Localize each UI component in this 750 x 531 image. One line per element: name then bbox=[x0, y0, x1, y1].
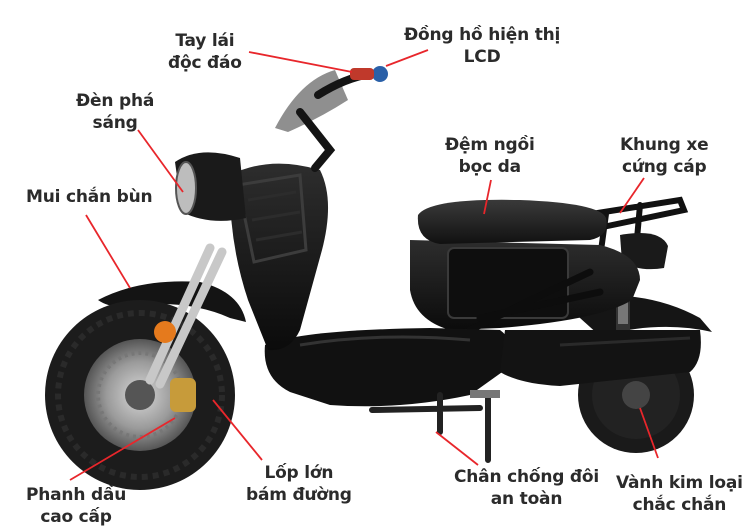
front-wheel bbox=[45, 300, 235, 490]
label-mui-chan-bun: Mui chắn bùn bbox=[26, 187, 153, 207]
label-den-pha: Đèn phá sáng bbox=[76, 91, 155, 133]
leader-mui-chan-bun bbox=[85, 214, 131, 289]
floorboard bbox=[264, 328, 512, 407]
label-khung-xe: Khung xe cứng cáp bbox=[620, 135, 709, 177]
side-panel bbox=[500, 330, 701, 386]
leader-den-pha bbox=[137, 129, 184, 193]
leader-dem-ngoi bbox=[483, 179, 492, 215]
leader-phanh-dau bbox=[69, 417, 176, 481]
label-dong-ho: Đồng hồ hiện thị LCD bbox=[404, 25, 561, 67]
seat bbox=[417, 199, 607, 244]
label-phanh-dau: Phanh dầu cao cấp bbox=[26, 485, 127, 527]
front-fender bbox=[98, 281, 246, 322]
brake-caliper bbox=[170, 378, 196, 412]
label-vanh-kim-loai: Vành kim loại chắc chắn bbox=[616, 473, 743, 515]
label-tay-lai: Tay lái độc đáo bbox=[168, 31, 242, 73]
label-lop-lon: Lốp lớn bám đường bbox=[246, 463, 352, 505]
leader-tay-lai bbox=[248, 51, 353, 73]
leader-chan-chong bbox=[435, 431, 479, 466]
leader-lines bbox=[69, 49, 659, 481]
leader-vanh bbox=[639, 407, 659, 459]
kickstand bbox=[369, 392, 491, 463]
frame-tube bbox=[466, 268, 604, 334]
leader-khung-xe bbox=[619, 177, 645, 214]
leader-dong-ho bbox=[385, 49, 429, 67]
label-chan-chong: Chân chống đôi an toàn bbox=[454, 467, 599, 509]
label-dem-ngoi: Đệm ngồi bọc da bbox=[445, 135, 535, 177]
front-fork bbox=[145, 243, 227, 389]
leader-lop-lon bbox=[212, 399, 263, 461]
